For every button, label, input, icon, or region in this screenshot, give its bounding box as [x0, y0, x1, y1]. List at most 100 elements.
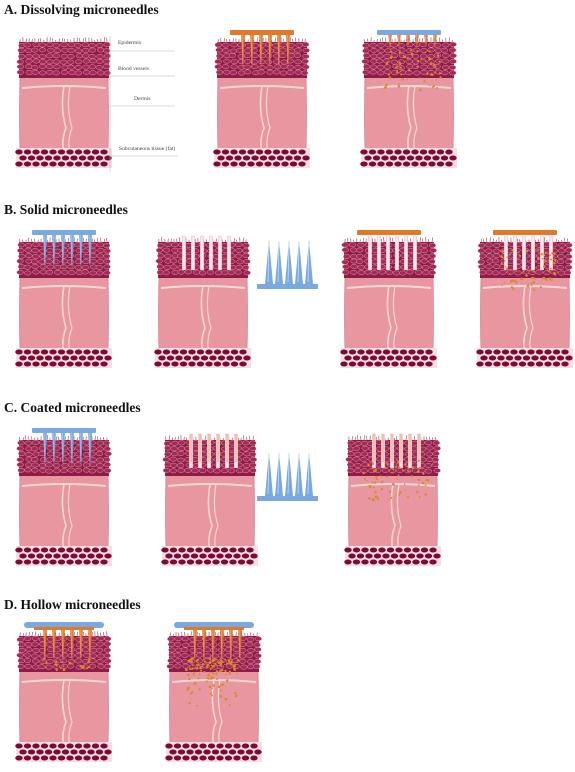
fat-cell [91, 755, 100, 761]
drug-particle [210, 677, 213, 680]
epidermis-cell [343, 254, 351, 259]
drug-particle [419, 88, 422, 92]
stratum-fiber [363, 39, 366, 43]
stratum-fiber [178, 237, 181, 243]
drug-particle [398, 52, 401, 54]
fat-cell [284, 155, 294, 161]
section-title-dissolving: A. Dissolving microneedles [4, 2, 159, 17]
epidermis-cell [157, 253, 165, 259]
epidermis-cell [350, 264, 358, 269]
epidermis-cell [181, 659, 189, 664]
epidermis-cell [95, 42, 104, 48]
fat-cell [522, 355, 531, 361]
epidermis-cell [96, 253, 104, 259]
epidermis-cell [45, 440, 53, 446]
stratum-fiber [161, 237, 163, 243]
epidermis-cell [17, 248, 25, 253]
stratum-fiber [249, 435, 251, 441]
epidermis-cell [250, 64, 259, 69]
drug-particle [386, 463, 389, 466]
fat-cell [170, 349, 180, 355]
fat-cell [82, 161, 92, 167]
stratum-fiber [555, 238, 557, 243]
epidermis-cell [174, 636, 182, 642]
drug-particle [509, 280, 513, 283]
epidermis-cell [244, 69, 252, 75]
epidermis-cell [168, 647, 176, 653]
fat-cell [229, 149, 239, 155]
fat-cell [207, 553, 216, 559]
drug-particle [88, 657, 91, 661]
epidermis-cell [16, 457, 24, 463]
drug-particle [365, 480, 368, 482]
stratum-fiber [433, 38, 435, 43]
drug-particle [398, 61, 401, 64]
epidermis-cell [46, 254, 54, 259]
fat-cell [48, 559, 58, 565]
fat-cell [352, 559, 361, 565]
drug-particle [220, 695, 223, 698]
fat-cell [160, 559, 170, 565]
drug-particle [542, 265, 546, 268]
drug-particle [235, 694, 238, 698]
epidermis-cell [346, 468, 355, 473]
drug-particle [420, 58, 423, 60]
fat-cell [253, 749, 263, 755]
epidermis-cell [206, 269, 215, 275]
fat-cell [267, 155, 277, 161]
epidermis-cell [557, 270, 566, 276]
fat-cell [40, 743, 49, 749]
drug-particle [428, 84, 431, 87]
fat-cell [169, 559, 178, 565]
epidermis-cell [425, 451, 433, 457]
epidermis-cell [83, 652, 91, 658]
epidermis-cell [221, 270, 229, 275]
epidermis-cell [302, 42, 310, 47]
stratum-fiber [67, 237, 69, 243]
epidermis-cell [413, 70, 421, 76]
epidermis-cell [52, 59, 61, 65]
epidermis-cell [441, 65, 450, 70]
fat-cell [488, 355, 497, 361]
fat-cell [181, 553, 191, 559]
epidermis-cell [236, 259, 244, 265]
fat-cell [65, 361, 75, 367]
fat-cell [390, 349, 400, 355]
fat-cell [169, 547, 178, 553]
fat-cell [250, 155, 260, 161]
epidermis-cell [346, 462, 355, 468]
fat-cell [356, 553, 365, 559]
subcutaneous-layer [343, 546, 442, 566]
fat-cell [249, 755, 259, 761]
epidermis-cell [493, 264, 501, 269]
epidermis-cell [286, 70, 294, 75]
vertical-vessel [406, 85, 412, 155]
drug-particle [233, 665, 236, 669]
fat-cell [444, 149, 454, 155]
drug-particle [513, 269, 516, 272]
drug-particle [212, 658, 214, 661]
drug-particle [406, 57, 409, 59]
fat-cell [381, 553, 391, 559]
epidermis-cell [441, 58, 449, 64]
drug-particle [400, 73, 403, 76]
epidermis-cell [535, 269, 543, 275]
epidermis-cell [74, 462, 82, 468]
epidermis-cell [232, 652, 241, 658]
epidermis-cell [350, 254, 358, 259]
stratum-fiber [37, 38, 39, 43]
microneedle [285, 452, 293, 496]
fat-cell [74, 755, 83, 761]
fat-cell [492, 361, 502, 367]
epidermis-cell [46, 451, 55, 457]
epidermis-cell [16, 637, 24, 643]
drug-particle [403, 55, 407, 59]
drug-particle [375, 475, 378, 479]
fat-cell [373, 553, 382, 559]
stratum-fiber [357, 434, 359, 441]
fat-cell [393, 161, 403, 167]
drug-particle [224, 663, 226, 666]
skin-diagram-a-dissolved [359, 30, 458, 168]
epidermis-cell [171, 269, 179, 275]
stratum-fiber [34, 238, 36, 243]
